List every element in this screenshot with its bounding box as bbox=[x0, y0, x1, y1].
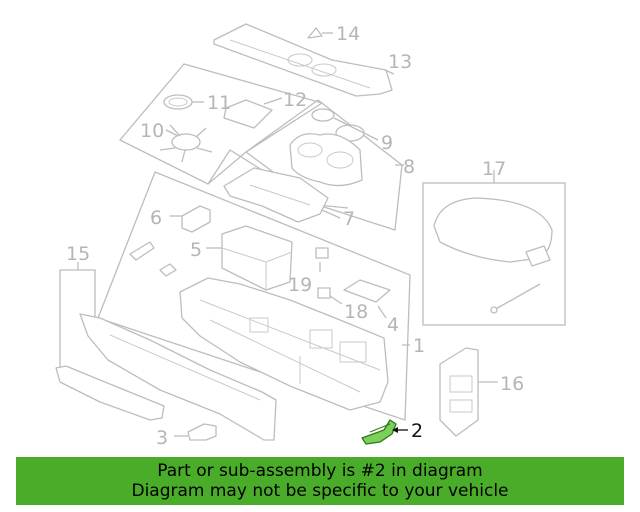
callout-4: 4 bbox=[387, 314, 399, 336]
part-3-bracket bbox=[174, 423, 217, 441]
callout-7: 7 bbox=[343, 208, 355, 230]
callout-6: 6 bbox=[150, 207, 162, 229]
part-7-tray bbox=[223, 167, 341, 223]
part-bracket-left bbox=[129, 241, 155, 261]
part-19-clip bbox=[315, 247, 329, 272]
part-17-armrest bbox=[433, 170, 553, 314]
callout-13: 13 bbox=[388, 51, 412, 73]
callout-16: 16 bbox=[500, 373, 524, 395]
part-4-lid bbox=[343, 279, 391, 319]
frame-group-1 bbox=[97, 171, 411, 421]
callout-15: 15 bbox=[66, 243, 90, 265]
banner-line-1: Part or sub-assembly is #2 in diagram bbox=[157, 461, 483, 481]
part-10-spider bbox=[159, 124, 213, 163]
callout-8: 8 bbox=[403, 156, 415, 178]
part-13-bezel bbox=[213, 23, 393, 97]
callout-11: 11 bbox=[207, 92, 231, 114]
banner-line-2: Diagram may not be specific to your vehi… bbox=[131, 481, 509, 501]
frame-group-10-12 bbox=[118, 63, 324, 185]
callout-12: 12 bbox=[283, 89, 307, 111]
callout-14: 14 bbox=[336, 23, 360, 45]
info-banner: Part or sub-assembly is #2 in diagram Di… bbox=[16, 457, 624, 505]
part-1-console bbox=[179, 277, 389, 411]
callout-18: 18 bbox=[344, 301, 368, 323]
part-14-clip bbox=[307, 27, 333, 39]
part-6-block bbox=[170, 205, 211, 233]
callout-1: 1 bbox=[413, 335, 425, 357]
part-15-panel bbox=[55, 313, 277, 441]
part-5-bin bbox=[206, 225, 293, 291]
part-16-rear-panel bbox=[439, 347, 498, 437]
callout-10: 10 bbox=[140, 120, 164, 142]
callout-9: 9 bbox=[381, 132, 393, 154]
part-bracket-small bbox=[159, 263, 177, 277]
part-8-cupholder bbox=[289, 133, 404, 187]
callout-19: 19 bbox=[288, 274, 312, 296]
callout-3: 3 bbox=[156, 427, 168, 449]
callout-17: 17 bbox=[482, 158, 506, 180]
part-12-pad bbox=[223, 97, 283, 129]
part-18-clip bbox=[317, 287, 343, 305]
part-11-ring bbox=[163, 94, 204, 110]
callout-2: 2 bbox=[411, 420, 423, 442]
callout-5: 5 bbox=[190, 239, 202, 261]
part-2-highlighted bbox=[361, 419, 408, 445]
